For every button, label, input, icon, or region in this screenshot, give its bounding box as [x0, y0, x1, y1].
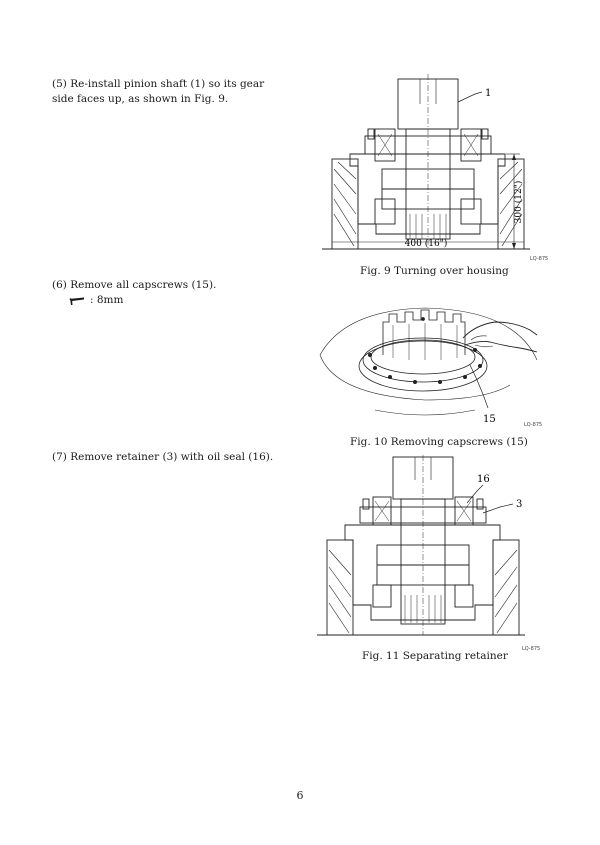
dimension-height: 300 (12")	[513, 181, 524, 224]
figure-11-drawing: 16 3	[317, 455, 525, 636]
step-5: (5) Re-install pinion shaft (1) so its g…	[52, 77, 287, 107]
wood-block-left	[331, 158, 359, 250]
socket-wrench-icon	[69, 297, 84, 305]
figure-9-code: LQ-875	[530, 256, 549, 262]
figure-10-drawing: 15	[319, 307, 538, 425]
callout-1: 1	[485, 88, 491, 99]
step-7: (7) Remove retainer (3) with oil seal (1…	[52, 450, 287, 465]
callout-16: 16	[477, 474, 490, 485]
dimension-width: 400 (16")	[405, 238, 448, 249]
figure-9-caption: Fig. 9 Turning over housing	[360, 265, 509, 277]
step-5-text: (5) Re-install pinion shaft (1) so its g…	[52, 78, 265, 105]
page-number: 6	[296, 789, 304, 802]
callout-15: 15	[483, 414, 496, 425]
step-7-text: (7) Remove retainer (3) with oil seal (1…	[52, 451, 274, 463]
step-6-text: (6) Remove all capscrews (15).	[52, 279, 217, 291]
tool-size: : 8mm	[90, 294, 124, 306]
figure-10-code: LQ-875	[524, 422, 543, 428]
figure-9-drawing: 300 (12") 400 (16") 1	[322, 74, 530, 250]
figure-11-code: LQ-875	[522, 646, 541, 652]
callout-3: 3	[516, 499, 522, 510]
tool-spec: : 8mm	[52, 293, 287, 308]
figure-10-caption: Fig. 10 Removing capscrews (15)	[350, 436, 528, 448]
step-6: (6) Remove all capscrews (15). : 8mm	[52, 278, 287, 308]
figure-11-caption: Fig. 11 Separating retainer	[362, 650, 508, 662]
